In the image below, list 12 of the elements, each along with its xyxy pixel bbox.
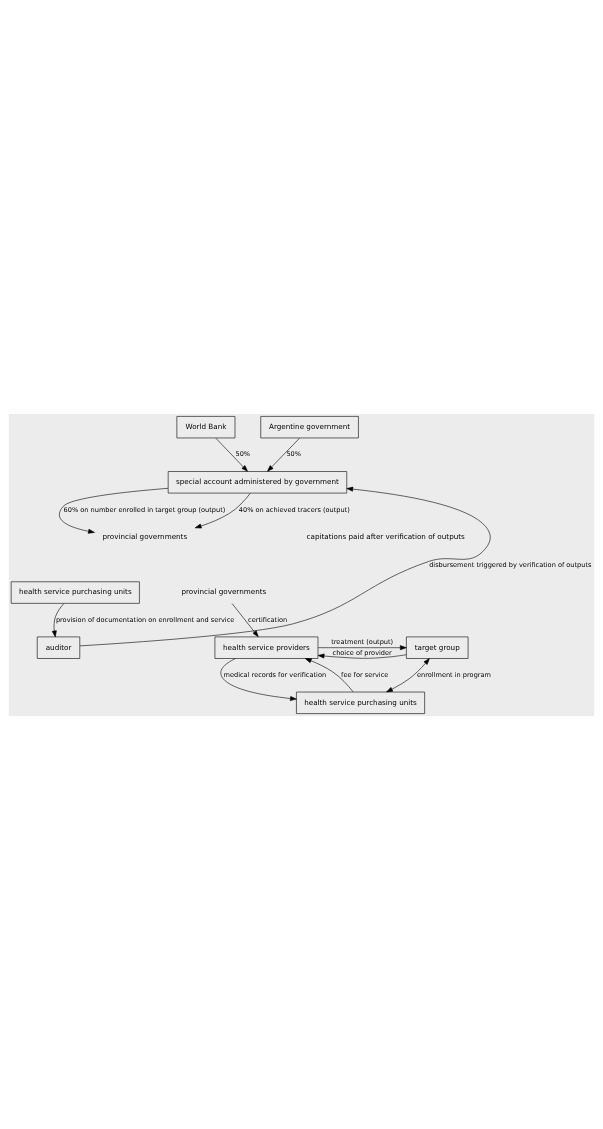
arrow xyxy=(215,437,248,472)
arrow xyxy=(386,657,430,692)
arrow xyxy=(79,486,491,646)
arrow xyxy=(267,437,300,472)
arrow xyxy=(317,644,407,650)
arrow xyxy=(220,657,297,701)
arrow xyxy=(317,653,407,659)
arrow xyxy=(304,657,354,692)
arrow xyxy=(51,602,65,637)
arrow xyxy=(231,602,259,637)
arrow xyxy=(194,492,251,528)
arrow xyxy=(59,487,169,534)
